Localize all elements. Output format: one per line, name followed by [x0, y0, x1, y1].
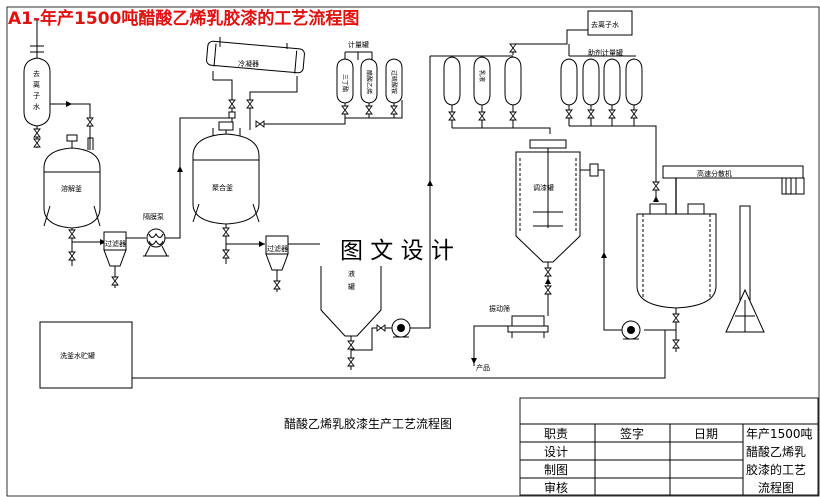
additive-meter-group-label: 助剂计量罐: [588, 48, 623, 57]
diaphragm-pump: [143, 228, 169, 257]
transfer-pump-1: [391, 318, 411, 338]
reactor-vessel: [192, 121, 260, 225]
title-block-row-review: 审核: [544, 480, 568, 495]
title-block-row-drafting: 制图: [544, 463, 568, 477]
high-speed-disperser-label: 高速分散机: [697, 169, 732, 178]
vibrating-screen-label: 振动筛: [489, 304, 510, 313]
storage-tank-label-1: 液: [348, 269, 355, 278]
condenser-label: 冷凝器: [238, 59, 259, 68]
wash-water-tank: [39, 321, 133, 389]
deionized-water-left-char: 水: [33, 102, 40, 111]
reactor-label: 聚合釜: [212, 183, 233, 192]
drawing-frame: [6, 6, 820, 497]
meter-tank-2-label: 醋酸乙烯: [365, 70, 373, 94]
deionized-water-left-char: 去: [33, 69, 40, 78]
transfer-pump-2: [621, 320, 641, 340]
dispersion-vessel: [636, 203, 717, 352]
high-speed-disperser-beam: [662, 165, 804, 179]
deionized-water-left-vertical-label: 去离子水: [33, 69, 40, 111]
title-block-header-date: 日期: [694, 427, 718, 441]
diaphragm-pump-label: 隔膜泵: [143, 212, 164, 221]
title-block-header-responsibility: 职责: [544, 427, 568, 441]
title-block-name-line-3: 胶漆的工艺: [746, 462, 806, 477]
disperser-stand: [725, 205, 765, 333]
meter-tank-3: [385, 58, 403, 118]
dissolver-label: 溶解釜: [61, 184, 82, 193]
product-label: 产品: [476, 363, 490, 372]
watermark-background: [320, 226, 490, 266]
filter-1-label: 过滤器: [105, 239, 126, 248]
meter-tank-1-label: 三丁酯: [341, 74, 348, 92]
disperser-motor: [781, 177, 805, 195]
deionized-water-tank-left: [23, 20, 51, 148]
blend-tank: [515, 139, 599, 304]
filter-2-label: 过滤器: [267, 244, 288, 253]
title-block-row-design: 设计: [544, 445, 568, 459]
additive-meter-tank-a: [443, 56, 461, 128]
condenser: [206, 37, 305, 86]
additive-meter-tank-b-label: 乳液: [478, 70, 486, 82]
deionized-water-tank-right: [587, 10, 633, 36]
blend-tank-label: 调漆罐: [533, 183, 554, 192]
title-block-name-line-2: 醋酸乙烯乳: [746, 444, 806, 459]
title-block: [519, 397, 819, 496]
title-block-header-signature: 签字: [620, 426, 644, 441]
title-block-name-line-4: 流程图: [758, 480, 794, 495]
deionized-water-left-char: 子: [33, 92, 40, 100]
wash-water-tank-label: 洗釜水贮罐: [60, 351, 95, 360]
deionized-water-left-char: 离: [33, 80, 40, 89]
meter-tank-3-label: 过硫酸铵: [390, 70, 398, 94]
deionized-water-right-label: 去离子水: [591, 20, 619, 29]
title-block-name-line-1: 年产1500吨: [746, 427, 813, 441]
storage-tank-label-2: 罐: [348, 282, 355, 291]
dissolver-vessel: [43, 134, 101, 229]
additive-meter-tank-c: [504, 56, 522, 128]
watermark-text: 图 文 设 计: [340, 238, 454, 264]
flow-diagram-caption: 醋酸乙烯乳胶漆生产工艺流程图: [284, 416, 452, 431]
meter-tank-group-label: 计量罐: [348, 40, 369, 49]
additive-meter-tank-f: [603, 58, 621, 126]
drawing-title: A1-年产1500吨醋酸乙烯乳胶漆的工艺流程图: [8, 8, 359, 29]
vibrating-screen: [507, 315, 549, 338]
